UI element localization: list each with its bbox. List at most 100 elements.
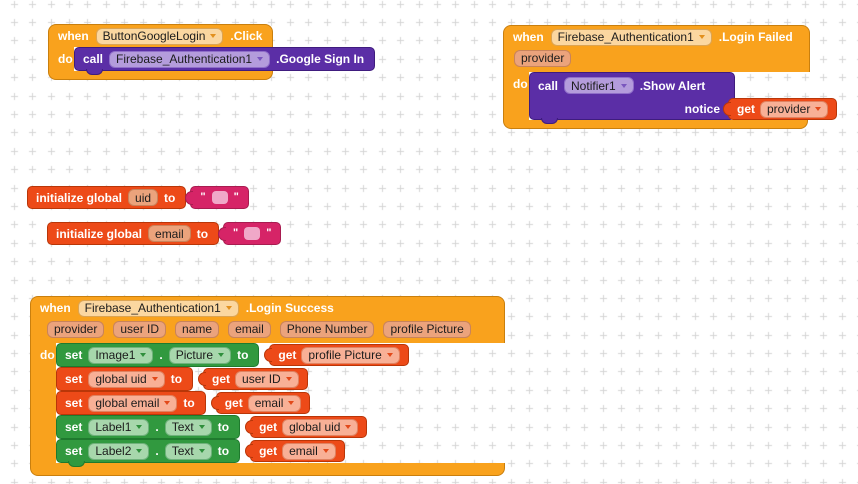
dropdown-label1[interactable]: Label1 (88, 418, 150, 436)
init-global-statement[interactable]: initialize global uid to (27, 186, 187, 209)
notice-arg-label: notice (684, 101, 720, 116)
get-keyword: get (259, 444, 278, 458)
dropdown-email[interactable]: email (282, 442, 336, 460)
init-global-statement[interactable]: initialize global email to (47, 222, 220, 245)
dropdown-global-uid[interactable]: global uid (282, 418, 359, 436)
empty-string-block[interactable]: " " (223, 222, 282, 245)
variable-name-field[interactable]: uid (128, 189, 159, 206)
param-provider[interactable]: provider (47, 320, 105, 338)
do-slot: do (48, 47, 74, 71)
param-provider[interactable]: provider (514, 49, 572, 67)
dropdown-email[interactable]: email (247, 394, 302, 412)
dropdown-text-property[interactable]: Text (164, 418, 212, 436)
dropdown-firebase-authentication1[interactable]: Firebase_Authentication1 (550, 28, 712, 46)
event-title-row: when Firebase_Authentication1 .Login Fai… (504, 26, 809, 48)
method-name: .Show Alert (639, 78, 706, 93)
open-quote: " (233, 227, 239, 239)
chevron-down-icon (140, 353, 147, 357)
get-keyword: get (278, 348, 297, 362)
dot-separator: . (155, 420, 159, 434)
dropdown-value: Text (171, 420, 194, 434)
string-text-field[interactable] (211, 191, 228, 204)
param-label: profile Picture (390, 322, 464, 336)
param-label: provider (521, 51, 565, 65)
set-label1-text-block[interactable]: set Label1 . Text to (56, 415, 241, 439)
set-image1-picture-block[interactable]: set Image1 . Picture to (56, 343, 260, 367)
variable-name-field[interactable]: email (148, 225, 191, 242)
get-email-block[interactable]: get email (250, 440, 345, 462)
dropdown-value: Label1 (95, 420, 132, 434)
dropdown-value: Firebase_Authentication1 (84, 301, 221, 315)
param-name[interactable]: name (175, 320, 220, 338)
set-global-uid-block[interactable]: set global uid to (56, 367, 194, 391)
dropdown-value: email (289, 444, 318, 458)
param-label: name (182, 322, 213, 336)
get-email-block[interactable]: get email (215, 392, 311, 414)
initialize-global-keyword: initialize global (36, 190, 123, 205)
string-text-field[interactable] (244, 227, 261, 240)
param-profile-picture[interactable]: profile Picture (383, 320, 471, 338)
chevron-down-icon (257, 57, 264, 61)
dot-separator: . (159, 348, 163, 362)
to-keyword: to (170, 372, 183, 386)
dropdown-provider[interactable]: provider (760, 100, 829, 118)
dropdown-value: Firebase_Authentication1 (557, 30, 694, 44)
set-keyword: set (65, 372, 83, 386)
call-show-alert-block[interactable]: call Notifier1 .Show Alert notice get (529, 72, 838, 124)
dropdown-global-uid[interactable]: global uid (88, 370, 165, 388)
event-block-buttongooglelogin-click[interactable]: when ButtonGoogleLogin .Click do call Fi… (48, 24, 376, 80)
event-block-login-success[interactable]: when Firebase_Authentication1 .Login Suc… (30, 296, 505, 476)
empty-string-block[interactable]: " " (190, 186, 249, 209)
param-label: user ID (120, 322, 160, 336)
statement-row: set Image1 . Picture to get (56, 343, 409, 367)
when-keyword: when (513, 30, 544, 44)
init-global-uid-block[interactable]: initialize global uid to " " (27, 186, 249, 209)
get-keyword: get (259, 420, 278, 434)
call-row: call Notifier1 .Show Alert (530, 73, 734, 98)
get-user-id-block[interactable]: get user ID (203, 368, 308, 390)
chevron-down-icon (288, 401, 295, 405)
get-provider-block[interactable]: get provider (728, 98, 838, 120)
dropdown-firebase-authentication1[interactable]: Firebase_Authentication1 (77, 299, 239, 317)
dropdown-value: email (254, 396, 284, 410)
get-global-uid-block[interactable]: get global uid (250, 416, 368, 438)
dropdown-global-email[interactable]: global email (88, 394, 178, 412)
event-body: do call Notifier1 .Show Alert notice (503, 72, 838, 124)
to-keyword: to (237, 348, 249, 362)
do-keyword: do (40, 348, 55, 362)
chevron-down-icon (198, 449, 205, 453)
chevron-down-icon (136, 449, 143, 453)
init-global-email-block[interactable]: initialize global email to " " (47, 222, 282, 245)
set-label2-text-block[interactable]: set Label2 . Text to (56, 439, 241, 467)
variable-name: email (155, 226, 184, 241)
statement-row: set global email to get email (56, 391, 311, 415)
dropdown-value: Notifier1 (571, 78, 616, 93)
event-title-row: when ButtonGoogleLogin .Click (49, 25, 271, 47)
get-profile-picture-block[interactable]: get profile Picture (269, 344, 409, 366)
dropdown-profile-picture[interactable]: profile Picture (301, 346, 400, 364)
call-google-sign-in-block[interactable]: call Firebase_Authentication1 .Google Si… (74, 47, 376, 75)
dropdown-value: Label2 (95, 444, 132, 458)
dropdown-picture-property[interactable]: Picture (168, 346, 232, 364)
statement-stack: call Notifier1 .Show Alert notice get (529, 72, 838, 124)
event-block-login-failed[interactable]: when Firebase_Authentication1 .Login Fai… (503, 25, 838, 129)
dropdown-text-property[interactable]: Text (164, 442, 212, 460)
set-keyword: set (65, 396, 83, 410)
param-email[interactable]: email (228, 320, 271, 338)
dropdown-buttongooglelogin[interactable]: ButtonGoogleLogin (95, 27, 224, 45)
event-header: when ButtonGoogleLogin .Click (48, 24, 273, 47)
do-keyword: do (58, 52, 73, 66)
param-user-id[interactable]: user ID (113, 320, 167, 338)
param-phone-number[interactable]: Phone Number (279, 320, 375, 338)
dropdown-notifier1[interactable]: Notifier1 (564, 77, 634, 94)
set-global-email-block[interactable]: set global email to (56, 391, 206, 415)
do-keyword: do (513, 77, 528, 91)
dropdown-image1[interactable]: Image1 (88, 346, 154, 364)
dropdown-user-id[interactable]: user ID (235, 370, 299, 388)
dropdown-label2[interactable]: Label2 (88, 442, 150, 460)
statement-stack: set Image1 . Picture to get (56, 343, 409, 467)
dropdown-firebase-authentication1[interactable]: Firebase_Authentication1 (109, 50, 271, 68)
dropdown-value: global uid (95, 372, 147, 386)
chevron-down-icon (210, 34, 217, 38)
